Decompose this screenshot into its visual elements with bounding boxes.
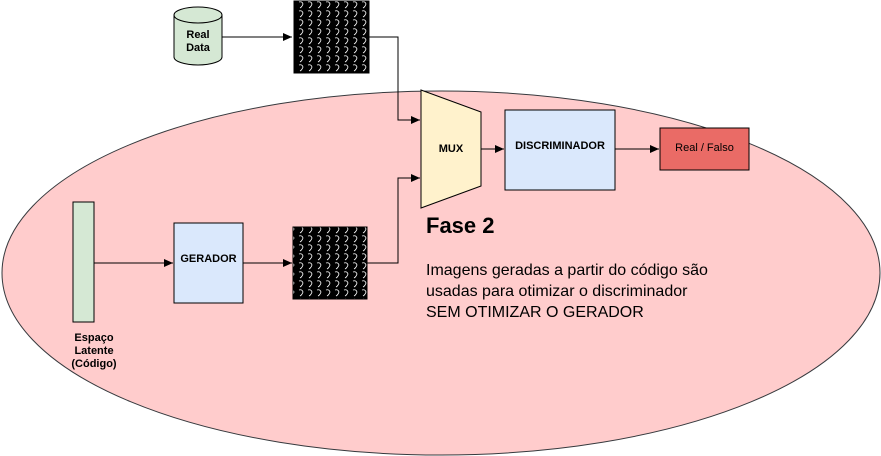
phase-line-3: SEM OTIMIZAR O GERADOR <box>426 304 644 321</box>
output-box <box>659 127 750 171</box>
phase-description: Imagens geradas a partir do código são u… <box>426 260 786 323</box>
gerador-label: GERADOR <box>180 253 237 265</box>
real-images-grid <box>293 0 370 74</box>
phase-ellipse <box>1 90 881 456</box>
phase-line-2: usadas para otimizar o discriminador <box>426 283 688 300</box>
real-data-cylinder <box>173 6 223 66</box>
discriminador-label: DISCRIMINADOR <box>515 140 605 152</box>
edge-genimages-to-mux <box>367 174 420 264</box>
real-data-label: Real Data <box>186 29 210 54</box>
phase-line-1: Imagens geradas a partir do código são <box>426 262 708 279</box>
gerador-box <box>173 222 244 304</box>
generated-images-grid <box>292 226 368 300</box>
latent-space-bar <box>72 201 95 323</box>
output-label: Real / Falso <box>675 142 734 154</box>
mux-block <box>420 89 482 209</box>
discriminador-box <box>504 109 616 191</box>
latent-space-label: Espaço Latente (Código) <box>71 332 117 370</box>
edge-images-to-mux <box>369 36 420 124</box>
phase-title: Fase 2 <box>426 213 495 238</box>
mux-label: MUX <box>438 143 464 155</box>
